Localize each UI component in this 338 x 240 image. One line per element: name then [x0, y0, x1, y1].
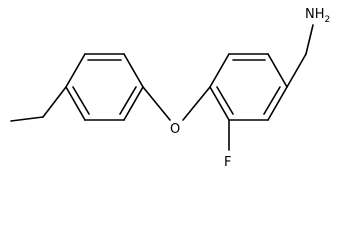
amine-label: NH2	[305, 7, 330, 25]
amine-label-main: NH	[305, 7, 325, 22]
structure-diagram: O F NH2	[10, 7, 330, 170]
amine-label-subscript: 2	[325, 15, 331, 25]
ether-bonds	[142, 86, 211, 121]
oxygen-label: O	[170, 122, 180, 137]
fluorine-label: F	[224, 155, 231, 170]
ethyl-group	[10, 86, 67, 122]
right-benzene-ring	[209, 53, 288, 121]
aminomethyl-group	[286, 24, 314, 88]
left-benzene-ring	[65, 53, 144, 121]
